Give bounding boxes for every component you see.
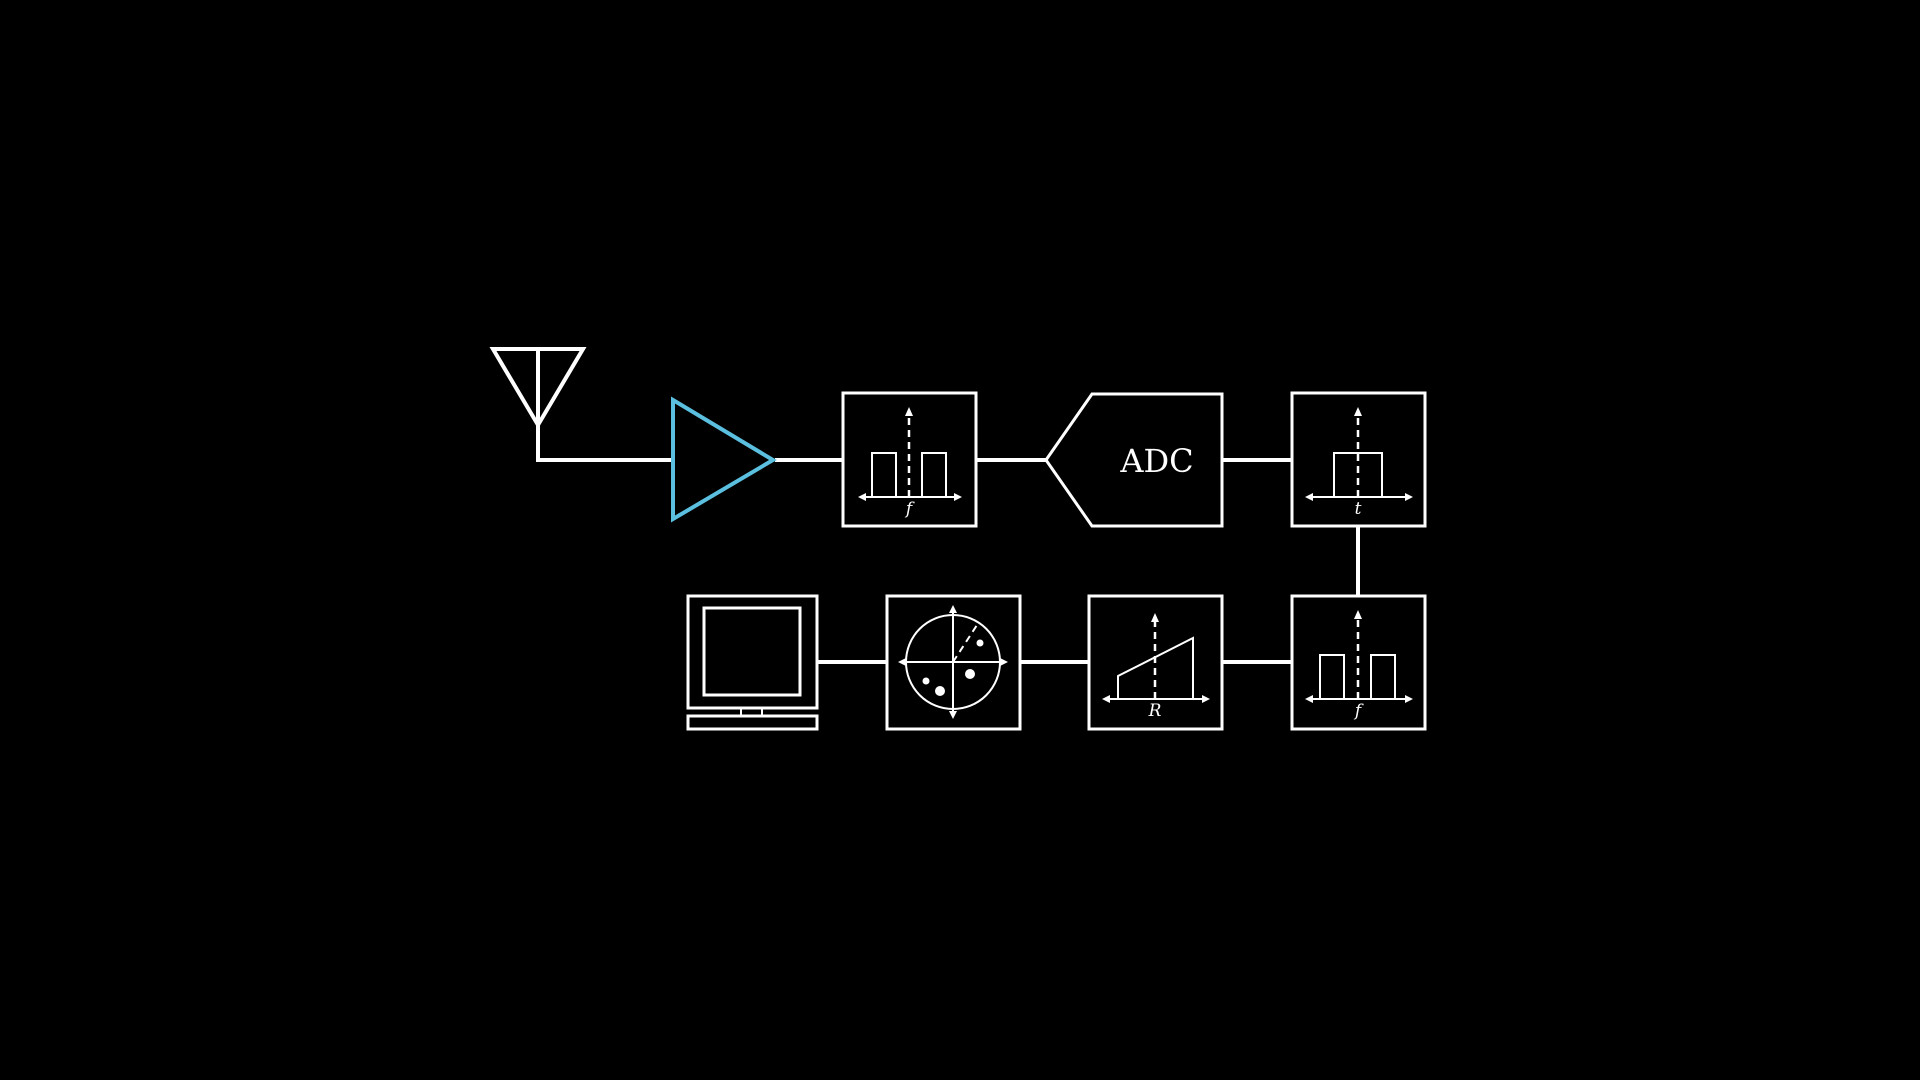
freq-filter-axis-label: f [1353,701,1364,721]
filter-axis-label: f [904,499,915,519]
ppi-scope-icon [898,605,1008,719]
spectrum-two-bars-icon [1305,610,1413,703]
amplifier-shape [671,396,777,523]
antenna-icon [489,347,587,429]
frequency-filter-block: f [1290,594,1427,731]
bandpass-filter-block: f [841,391,978,528]
wire-antenna-to-amplifier [536,423,673,462]
amplifier-triangle-icon [671,396,777,523]
time-window-block: t [1290,391,1427,528]
window-axis-label: t [1355,499,1362,519]
ramp-icon [1102,613,1210,703]
spectrum-one-bar-icon [1305,407,1413,501]
spectrum-two-bars-icon [858,407,962,501]
monitor-icon [686,594,819,731]
signal-wires [536,423,1360,664]
range-processing-block: R [1087,594,1224,731]
range-axis-label: R [1148,701,1162,721]
radar-scope-block [885,594,1022,731]
adc-label: ADC [1119,442,1193,480]
adc-block: ADC [1044,392,1224,528]
